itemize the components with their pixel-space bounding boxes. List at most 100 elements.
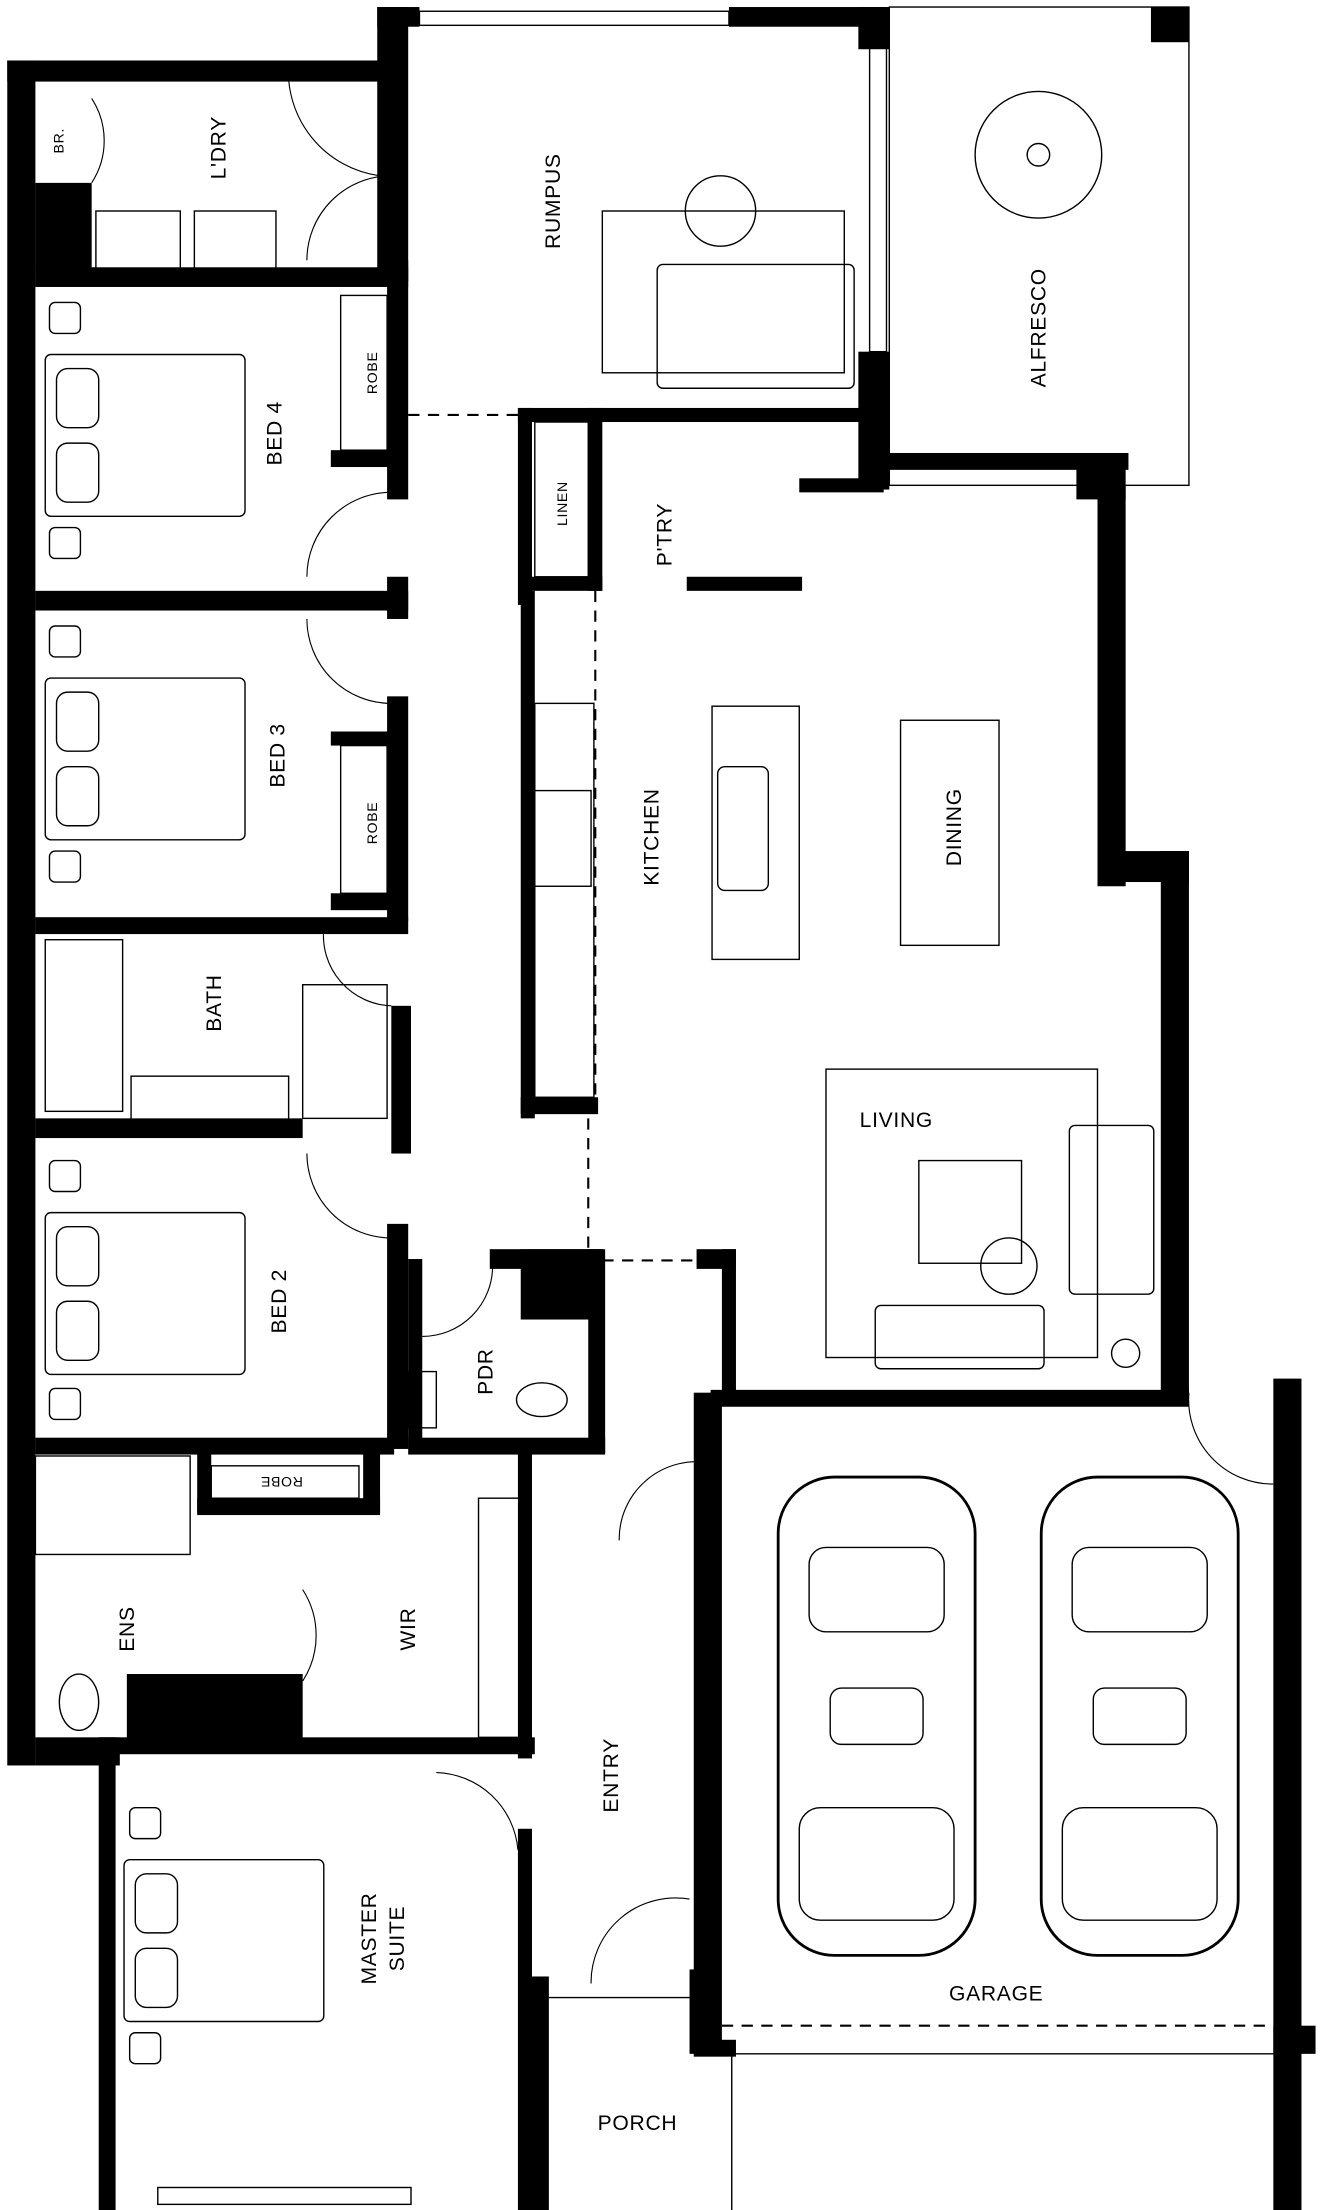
wall — [330, 893, 402, 911]
wall — [799, 478, 884, 493]
pillow — [55, 442, 100, 503]
wall — [330, 450, 402, 468]
wall — [517, 407, 870, 423]
label-laundry: L'DRY — [207, 116, 230, 179]
wall — [728, 7, 887, 27]
label-kitchen: KITCHEN — [641, 788, 664, 886]
label-pdr: PDR — [475, 1348, 498, 1395]
bed-frame — [44, 677, 246, 841]
car-body — [1039, 1475, 1240, 1957]
wir-shelves — [477, 1497, 522, 1739]
wall — [35, 182, 92, 275]
wall — [35, 267, 409, 287]
bedside-table — [48, 526, 82, 560]
bed — [44, 677, 246, 841]
pillow — [55, 367, 100, 429]
wall — [721, 1249, 736, 1404]
label-dining: DINING — [943, 788, 966, 866]
pillow — [134, 1873, 179, 1934]
label-ens: ENS — [116, 1606, 139, 1651]
wall — [7, 60, 36, 1766]
wall — [387, 576, 409, 619]
wall — [330, 731, 402, 746]
label-pantry: P'TRY — [653, 503, 676, 566]
label-wir: WIR — [397, 1607, 420, 1650]
door-swing — [306, 175, 392, 261]
bedside-table — [48, 850, 82, 883]
wall — [1273, 1378, 1302, 2210]
car-rear-window — [808, 1546, 945, 1633]
wall — [387, 696, 409, 922]
label-robe4: ROBE — [364, 351, 380, 394]
wall — [520, 1097, 599, 1115]
car-roof — [1092, 1687, 1187, 1746]
kitchen-island — [711, 705, 800, 961]
label-rumpus: RUMPUS — [542, 153, 565, 249]
alfresco-outline — [888, 6, 1190, 487]
wall — [387, 260, 409, 500]
wall — [197, 1448, 212, 1513]
window — [10, 927, 32, 1120]
door-swing — [287, 63, 381, 177]
bed-frame — [123, 1859, 325, 2023]
wall — [363, 1448, 381, 1513]
doors — [91, 63, 1274, 1984]
island-sink — [716, 765, 770, 892]
car-body — [776, 1475, 977, 1957]
shower — [301, 984, 388, 1120]
door-swing — [306, 491, 392, 577]
label-br: BR. — [51, 128, 67, 154]
label-linen: LINEN — [554, 481, 570, 526]
pdr-toilet — [515, 1382, 568, 1418]
wall — [408, 1259, 423, 1449]
pillow — [55, 765, 100, 827]
bedside-table — [48, 301, 82, 335]
door-swing — [322, 928, 392, 1007]
wall — [1150, 7, 1189, 43]
bed-frame — [44, 1211, 246, 1376]
ens-robe — [210, 1465, 360, 1499]
wall — [588, 407, 603, 591]
furniture — [34, 90, 1155, 2065]
label-master-line1: MASTER — [358, 1892, 381, 1984]
bed — [44, 353, 246, 517]
pdr-basin — [407, 1370, 438, 1429]
car-rear-window — [1071, 1546, 1208, 1633]
wall — [387, 1223, 409, 1449]
wall — [98, 1737, 116, 2210]
label-master-line2: SUITE — [386, 1906, 409, 1972]
bed — [123, 1859, 325, 2023]
label-bed2: BED 2 — [268, 1269, 291, 1333]
wall — [889, 452, 1129, 470]
window — [1164, 1152, 1186, 1345]
bedside-table — [128, 2032, 162, 2065]
window — [10, 1202, 32, 1394]
robe-bed3 — [339, 744, 388, 894]
ens-toilet — [58, 1673, 100, 1732]
floor-lamp — [1110, 1338, 1141, 1369]
kitchen-bench — [534, 702, 595, 1098]
living-rug — [825, 1068, 1099, 1359]
windows — [10, 6, 1190, 2206]
door-swing — [302, 1589, 317, 1682]
linen-shelves — [534, 421, 589, 578]
label-bed3: BED 3 — [266, 723, 289, 787]
rumpus-rug — [601, 210, 845, 374]
window — [10, 667, 32, 859]
bathtub — [44, 939, 124, 1113]
bedside-table — [48, 1159, 82, 1193]
wall — [408, 1437, 606, 1455]
wall — [520, 576, 603, 591]
bath-vanity — [130, 1075, 290, 1122]
laundry-tub — [95, 210, 182, 271]
walls — [7, 7, 1316, 2210]
bedside-table — [128, 1806, 162, 1840]
pillow — [55, 1225, 100, 1287]
wall — [517, 407, 532, 605]
wall — [7, 60, 388, 82]
wall — [35, 590, 409, 611]
window — [868, 41, 888, 353]
door-swing — [306, 618, 392, 704]
label-alfresco: ALFRESCO — [1027, 268, 1050, 387]
wall — [35, 1118, 303, 1139]
